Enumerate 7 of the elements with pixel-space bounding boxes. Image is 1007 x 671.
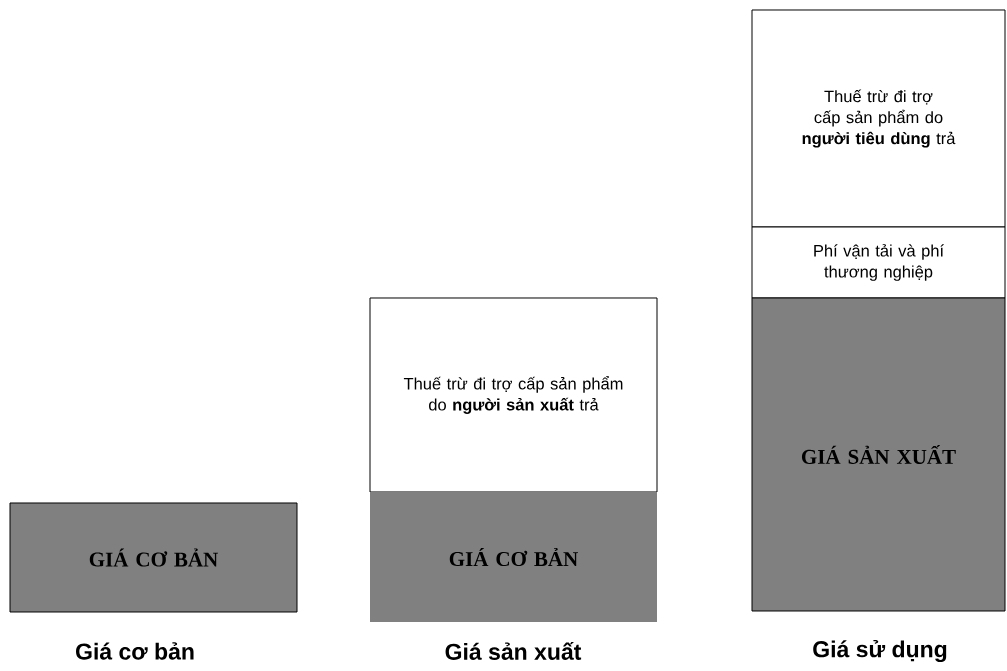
tax-box: Thuế trừ đi trợ cấp sản phẩm do người sản xuất trả [369, 297, 658, 493]
price-box: GIÁ SẢN XUẤT [751, 297, 1006, 612]
price-box: GIÁ CƠ BẢN [370, 492, 657, 622]
price-box: GIÁ CƠ BẢN [9, 502, 298, 613]
column-label: Giá sử dụng [813, 639, 947, 663]
margin-box: Phí vận tải và phí thương nghiệp [751, 226, 1006, 299]
column-label: Giá cơ bản [76, 642, 194, 660]
